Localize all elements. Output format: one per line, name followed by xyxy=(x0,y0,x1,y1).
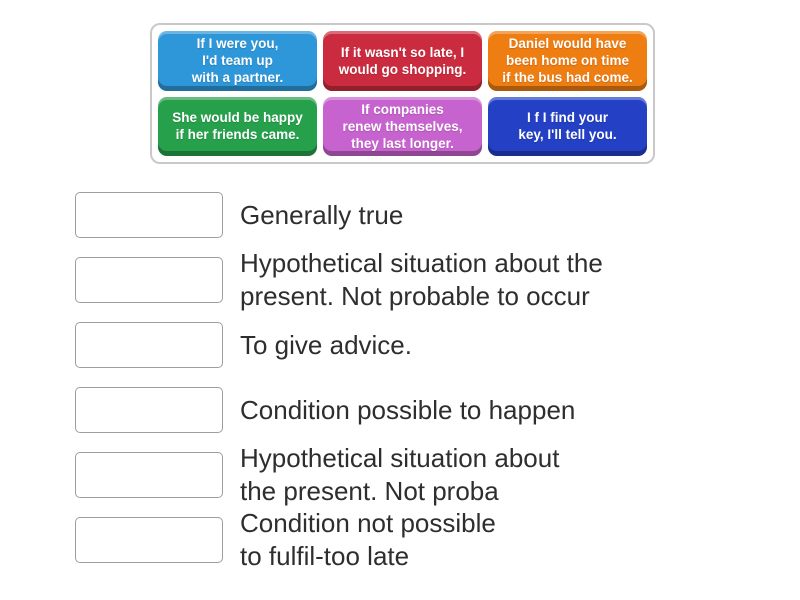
word-bank: If I were you, I'd team up with a partne… xyxy=(150,23,655,164)
word-tile-red[interactable]: If it wasn't so late, I would go shoppin… xyxy=(323,31,482,91)
word-tile-light-blue[interactable]: If I were you, I'd team up with a partne… xyxy=(158,31,317,91)
answer-drop-slot[interactable] xyxy=(75,387,223,433)
match-row: To give advice. xyxy=(75,322,603,368)
clue-text: Condition not possible to fulfil-too lat… xyxy=(240,508,496,571)
match-row: Condition possible to happen xyxy=(75,387,603,433)
match-row: Generally true xyxy=(75,192,603,238)
word-tile-royal-blue[interactable]: I f I find your key, I'll tell you. xyxy=(488,96,647,156)
word-tile-green[interactable]: She would be happy if her friends came. xyxy=(158,96,317,156)
match-list: Generally true Hypothetical situation ab… xyxy=(75,192,603,571)
answer-drop-slot[interactable] xyxy=(75,517,223,563)
answer-drop-slot[interactable] xyxy=(75,322,223,368)
match-row: Hypothetical situation about the present… xyxy=(75,248,603,311)
match-row: Condition not possible to fulfil-too lat… xyxy=(75,508,603,571)
clue-text: To give advice. xyxy=(240,329,412,360)
answer-drop-slot[interactable] xyxy=(75,452,223,498)
answer-drop-slot[interactable] xyxy=(75,257,223,303)
match-row: Hypothetical situation about the present… xyxy=(75,443,603,506)
word-tile-orchid[interactable]: If companies renew themselves, they last… xyxy=(323,96,482,156)
clue-text: Hypothetical situation about the present… xyxy=(240,248,603,311)
answer-drop-slot[interactable] xyxy=(75,192,223,238)
word-tile-orange[interactable]: Daniel would have been home on time if t… xyxy=(488,31,647,91)
clue-text: Condition possible to happen xyxy=(240,394,576,425)
clue-text: Generally true xyxy=(240,199,404,230)
clue-text: Hypothetical situation about the present… xyxy=(240,443,560,506)
